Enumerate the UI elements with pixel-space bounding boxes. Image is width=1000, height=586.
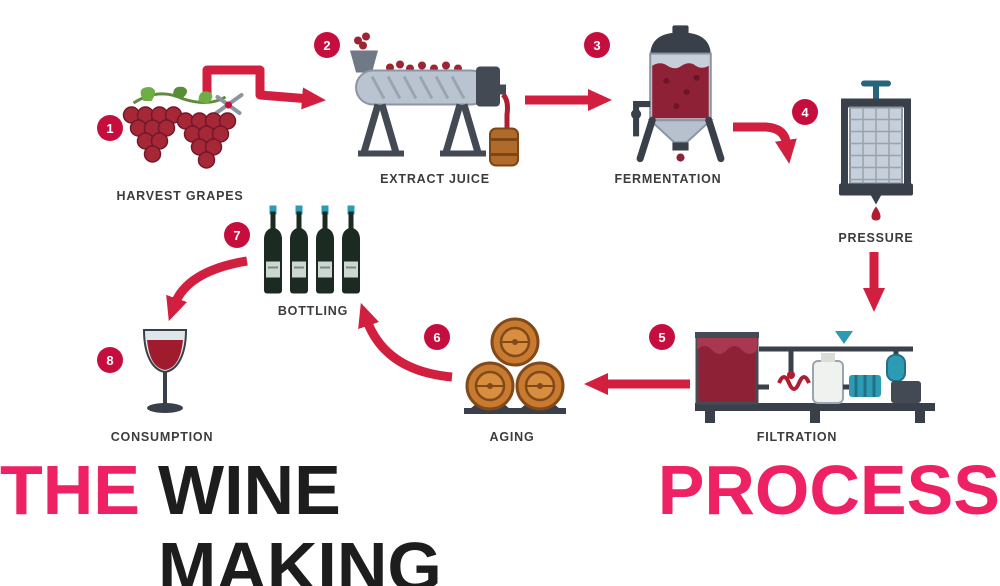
step-number-badge: 7 [224, 222, 250, 248]
title-middle: WINE MAKING [158, 451, 442, 586]
title-prefix: THE [0, 451, 140, 529]
step-label-consumption: CONSUMPTION [110, 430, 214, 444]
step-number-badge: 6 [424, 324, 450, 350]
step-number-badge: 8 [97, 347, 123, 373]
arrow-fermentation-to-pressure [733, 122, 797, 164]
step-number-badge: 3 [584, 32, 610, 58]
wine-glass-icon [136, 326, 194, 422]
step-number-badge: 1 [97, 115, 123, 141]
step-label-extract-juice: EXTRACT JUICE [380, 172, 490, 186]
arrow-bottling-to-consumption [166, 256, 248, 322]
fermentation-tank-icon [628, 25, 734, 167]
step-label-filtration: FILTRATION [756, 430, 838, 444]
crusher-machine-icon [348, 32, 523, 168]
step-label-harvest-grapes: HARVEST GRAPES [116, 189, 244, 203]
arrow-aging-to-bottling [358, 302, 453, 382]
step-label-pressure: PRESSURE [838, 231, 914, 245]
filtration-unit-icon [695, 316, 935, 426]
step-label-bottling: BOTTLING [277, 304, 349, 318]
step-number-badge: 4 [792, 99, 818, 125]
step-number-badge: 5 [649, 324, 675, 350]
step-label-fermentation: FERMENTATION [614, 172, 722, 186]
wine-press-icon [837, 80, 915, 226]
step-label-aging: AGING [489, 430, 535, 444]
page-title: THE WINE MAKING PROCESS [0, 452, 1000, 586]
arrow-harvest-to-extract [202, 65, 326, 110]
aging-barrels-icon [462, 316, 568, 416]
grapes-icon [112, 85, 250, 185]
step-number-badge: 2 [314, 32, 340, 58]
wine-bottles-icon [262, 205, 362, 298]
title-suffix: PROCESS [657, 451, 1000, 529]
